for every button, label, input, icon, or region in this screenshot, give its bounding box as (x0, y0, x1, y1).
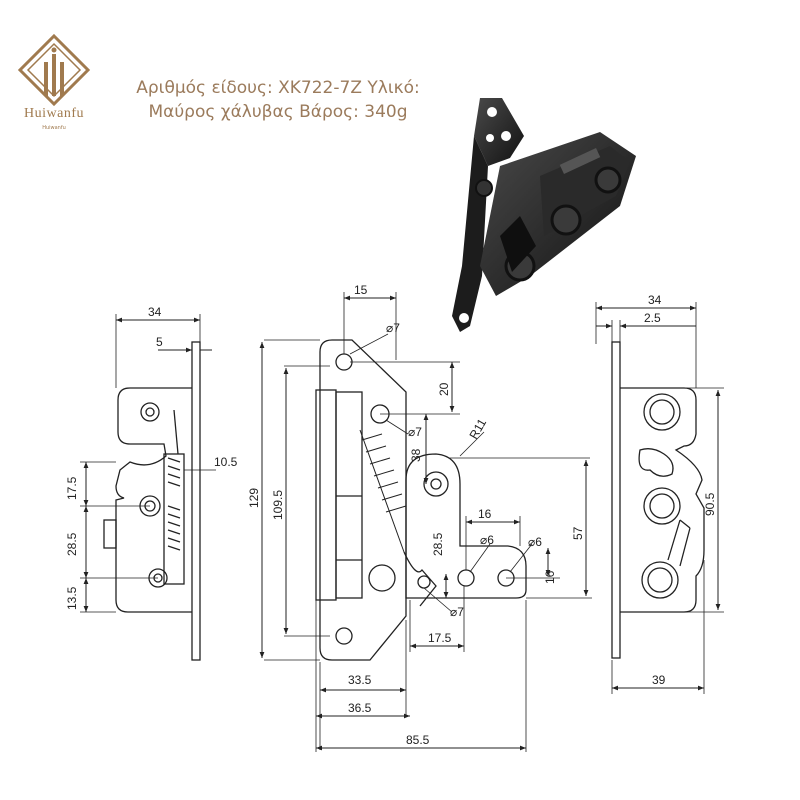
product-photo (452, 98, 636, 332)
dim-85-5: 85.5 (406, 733, 430, 747)
right-side-view (595, 302, 724, 694)
dim-16-horizontal: 16 (478, 507, 492, 521)
dim-right-flange: 2.5 (644, 311, 661, 325)
dim-57: 57 (571, 526, 585, 540)
dim-left-c: 13.5 (65, 586, 79, 610)
dim-top-15: 15 (354, 283, 368, 297)
dim-left-slot: 10.5 (214, 455, 238, 469)
spec-line-2: Μαύρος χάλυβας Βάρος: 340g (148, 102, 408, 122)
dim-20: 20 (437, 382, 451, 396)
dim-left-width: 34 (148, 305, 162, 319)
dim-90-5: 90.5 (703, 492, 717, 516)
dim-right-width: 34 (648, 293, 662, 307)
dim-16-vertical: 16 (543, 570, 557, 584)
dim-28-5: 28.5 (431, 532, 445, 556)
dim-left-b: 28.5 (65, 532, 79, 556)
left-side-view (80, 314, 216, 661)
dim-phi6-right: ⌀6 (528, 535, 542, 549)
dim-38: 38 (409, 448, 423, 462)
dim-hole-phi7-mid: ⌀7 (408, 425, 422, 439)
dim-hole-phi7-bottom: ⌀7 (450, 605, 464, 619)
brand-logo-icon (17, 33, 91, 107)
dim-phi6-left: ⌀6 (480, 533, 494, 547)
dim-129: 129 (247, 488, 261, 508)
brand-name: Huiwanfu (24, 106, 84, 121)
dim-hole-phi7-top: ⌀7 (386, 321, 400, 335)
dim-36-5: 36.5 (348, 701, 372, 715)
dim-33-5: 33.5 (348, 673, 372, 687)
dim-17-5: 17.5 (428, 631, 452, 645)
dim-left-flange: 5 (156, 335, 163, 349)
spec-line-1: Αριθμός είδους: XK722-7Z Υλικό: (136, 78, 420, 98)
dim-right-bottom: 39 (652, 673, 666, 687)
product-spec: Αριθμός είδους: XK722-7Z Υλικό: Μαύρος χ… (108, 76, 448, 124)
dim-109-5: 109.5 (271, 490, 285, 520)
center-front-view (259, 292, 592, 752)
brand-tagline: Huiwanfu (42, 125, 66, 131)
dim-r11: R11 (466, 416, 489, 442)
dim-left-a: 17.5 (65, 476, 79, 500)
